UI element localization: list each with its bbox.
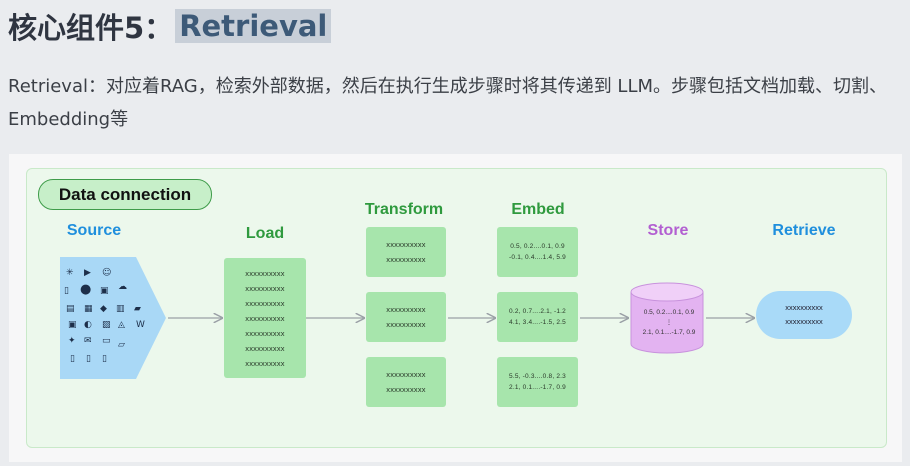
load-line: xxxxxxxxxx: [245, 328, 285, 338]
title-highlight: Retrieval: [175, 9, 332, 43]
github-icon: ●: [80, 282, 92, 297]
chunk-line: xxxxxxxxxx: [386, 385, 426, 394]
load-line: xxxxxxxxxx: [245, 313, 285, 323]
stage-store-label: Store: [647, 222, 689, 239]
retrieve-line: xxxxxxxxxx: [785, 303, 823, 312]
vector-line: 4.1, 3.4....-1.5, 2.5: [509, 319, 566, 326]
stage-source-label: Source: [66, 222, 122, 239]
text-file-icon: ▥: [116, 304, 125, 314]
drive-icon: ◬: [118, 320, 125, 330]
retrieve-line: xxxxxxxxxx: [785, 317, 823, 326]
retrieve-pill: xxxxxxxxxx xxxxxxxxxx: [756, 291, 852, 339]
youtube-icon: ▶: [84, 268, 91, 278]
load-box: xxxxxxxxxx xxxxxxxxxx xxxxxxxxxx xxxxxxx…: [224, 258, 306, 378]
chunk-line: xxxxxxxxxx: [386, 305, 426, 314]
store-cylinder: [630, 282, 704, 354]
discord-icon: ☺: [102, 268, 112, 278]
embed-vector-box: 0.5, 0.2....0.1, 0.9 -0.1, 0.4....1.4, 5…: [497, 227, 578, 277]
load-line: xxxxxxxxxx: [245, 298, 285, 308]
document-icon: ▦: [84, 304, 93, 314]
chunk-line: xxxxxxxxxx: [386, 370, 426, 379]
vector-line: 5.5, -0.3....0.8, 2.3: [509, 373, 566, 380]
transform-chunk-box: xxxxxxxxxx xxxxxxxxxx: [366, 357, 446, 407]
load-line: xxxxxxxxxx: [245, 283, 285, 293]
store-vector-line: 0.5, 0.2....0.1, 0.9: [643, 309, 695, 316]
chart-icon: ▨: [102, 320, 111, 330]
notion-icon: ▣: [68, 320, 77, 330]
twitter-icon: ✦: [68, 336, 76, 346]
data-connection-group: [26, 168, 887, 448]
vector-line: 0.5, 0.2....0.1, 0.9: [510, 243, 565, 250]
embed-vector-box: 0.2, 0.7....2.1, -1.2 4.1, 3.4....-1.5, …: [497, 292, 578, 342]
folder-icon: ▰: [134, 304, 141, 314]
sheet-icon: ▯: [86, 354, 91, 364]
store-vector-line: ⋮: [665, 319, 673, 326]
file-icon: ▯: [64, 286, 69, 296]
chunk-line: xxxxxxxxxx: [386, 255, 426, 264]
stage-transform-label: Transform: [364, 201, 444, 218]
store-vector-line: 2.1, 0.1....-1.7, 0.9: [642, 329, 696, 336]
load-line: xxxxxxxxxx: [245, 358, 285, 368]
dropbox-icon: ◆: [100, 304, 107, 314]
transform-chunk-box: xxxxxxxxxx xxxxxxxxxx: [366, 292, 446, 342]
stage-retrieve-label: Retrieve: [772, 222, 836, 239]
load-line: xxxxxxxxxx: [245, 343, 285, 353]
data-connection-label: Data connection: [38, 179, 212, 210]
pdf-icon: ▯: [70, 354, 75, 364]
title-prefix: 核心组件5：: [8, 11, 174, 45]
clipboard-icon: ▭: [102, 336, 111, 346]
csv-icon: ▯: [102, 354, 107, 364]
book-icon: ▤: [66, 304, 75, 314]
load-line: xxxxxxxxxx: [245, 268, 285, 278]
embed-vector-box: 5.5, -0.3....0.8, 2.3 2.1, 0.1....-1.7, …: [497, 357, 578, 407]
page-title: 核心组件5： Retrieval: [8, 4, 332, 48]
chunk-line: xxxxxxxxxx: [386, 240, 426, 249]
vector-line: 0.2, 0.7....2.1, -1.2: [509, 308, 566, 315]
description-text: Retrieval：对应着RAG，检索外部数据，然后在执行生成步骤时将其传递到 …: [8, 76, 888, 130]
vector-line: 2.1, 0.1....-1.7, 0.9: [509, 384, 566, 391]
vector-line: -0.1, 0.4....1.4, 5.9: [509, 254, 566, 261]
store-vectors: 0.5, 0.2....0.1, 0.9 ⋮ 2.1, 0.1....-1.7,…: [633, 308, 705, 338]
image-icon: ▣: [100, 286, 109, 296]
stage-embed-label: Embed: [511, 201, 565, 218]
stage-load-label: Load: [245, 225, 285, 242]
cloud-icon: ☁: [118, 282, 127, 292]
web-icon: ◐: [84, 320, 92, 330]
email-icon: ✉: [84, 336, 92, 346]
slack-icon: ✳: [66, 268, 74, 278]
chunk-line: xxxxxxxxxx: [386, 320, 426, 329]
directory-icon: ▱: [118, 340, 125, 350]
transform-chunk-box: xxxxxxxxxx xxxxxxxxxx: [366, 227, 446, 277]
wikipedia-icon: W: [136, 320, 145, 330]
source-shape: [60, 257, 166, 379]
